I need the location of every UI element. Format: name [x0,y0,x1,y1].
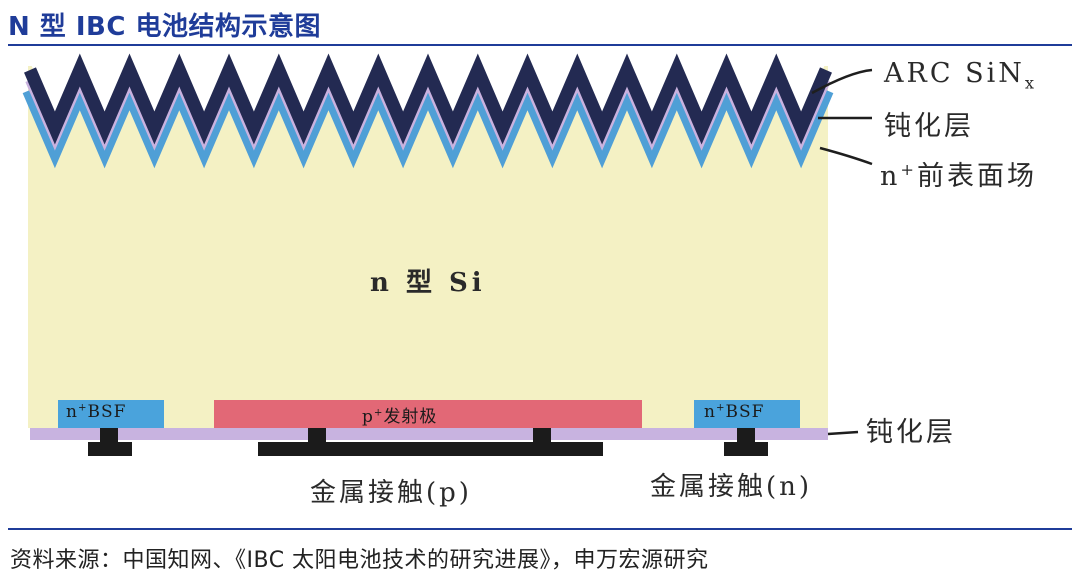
label-bsf-right-sup: + [715,402,726,414]
label-emitter-rest: 发射极 [383,407,438,427]
label-bsf-left-prefix: n [66,402,78,422]
arc-sinx-layer [24,53,832,145]
label-arc-text: ARC SiN [884,58,1025,89]
n-contact-right-finger [737,428,755,442]
leader-front-field [819,146,873,166]
label-bsf-left-sup: + [77,402,88,414]
metal-contacts [88,428,768,456]
leader-arc [811,68,873,95]
label-n-type-si: n 型 Si [370,268,486,298]
bsf-region-right [694,400,800,428]
bsf-region-left [58,400,164,428]
page-title: N 型 IBC 电池结构示意图 [8,12,321,42]
cell-structure-svg [22,48,873,456]
label-arc-sinx: ARC SiNx [884,58,1037,92]
label-passivation-bottom: 钝化层 [866,417,956,448]
label-metal-contact-n: 金属接触(n) [650,472,813,502]
n-contact-right-pad [724,442,768,456]
n-contact-left-pad [88,442,132,456]
label-emitter-prefix: p [362,407,374,427]
label-bsf-left: n+BSF [66,402,126,422]
label-front-field-rest: 前表面场 [916,161,1037,192]
label-arc-subscript: x [1024,73,1037,93]
label-metal-contact-p: 金属接触(p) [310,478,472,508]
label-bsf-right-prefix: n [704,402,716,422]
title-divider [8,44,1072,46]
label-bsf-right: n+BSF [704,402,764,422]
leader-passivation-bottom [827,430,859,436]
source-note: 资料来源：中国知网、《IBC 太阳电池技术的研究进展》，申万宏源研究 [10,548,709,573]
label-bsf-left-rest: BSF [87,402,127,422]
label-passivation-top: 钝化层 [884,111,974,142]
n-contact-left-finger [100,428,118,442]
p-contact-finger-left [308,428,326,442]
leader-lines [811,68,873,436]
p-emitter-region [214,400,642,428]
rear-passivation-layer [30,428,828,440]
label-bsf-right-rest: BSF [725,402,765,422]
p-contact-finger-right [533,428,551,442]
label-emitter: p+发射极 [362,402,437,427]
label-front-field-sup: + [900,160,917,179]
ibc-cell-diagram: ARC SiNx 钝化层 n+前表面场 钝化层 n 型 Si n+BSF p+发… [0,48,1080,528]
p-contact-busbar [258,442,603,456]
label-front-field-prefix: n [880,161,901,192]
label-emitter-sup: + [373,407,384,419]
source-divider [8,528,1072,530]
label-front-surface-field: n+前表面场 [880,154,1037,193]
